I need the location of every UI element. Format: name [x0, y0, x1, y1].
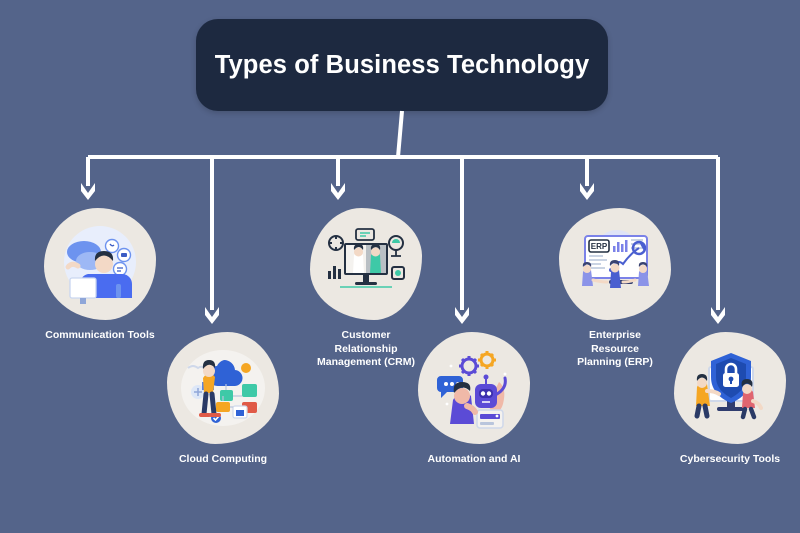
node-cybersecurity-tools[interactable]: Cybersecurity Tools	[662, 332, 798, 467]
node-communication-tools[interactable]: Communication Tools	[32, 208, 168, 343]
cybersecurity-shield-lock-illustration-icon	[674, 332, 786, 444]
node-label-cloud-computing: Cloud Computing	[178, 453, 268, 465]
node-cloud-computing[interactable]: Cloud Computing	[155, 332, 291, 467]
node-label-communication-tools: Communication Tools	[45, 329, 155, 341]
node-label-enterprise-resource-planning: Enterprise Resource Planning (ERP)	[577, 329, 653, 368]
svg-text:ERP: ERP	[591, 242, 608, 251]
arrowhead-cloud-computing	[205, 307, 219, 324]
node-label-cybersecurity-tools: Cybersecurity Tools	[679, 453, 781, 465]
node-automation-and-ai[interactable]: Automation and AI	[406, 332, 542, 467]
connector-stem	[396, 110, 404, 158]
node-customer-relationship-management[interactable]: Customer Relationship Management (CRM)	[281, 208, 451, 370]
node-label-customer-relationship-management: Customer Relationship Management (CRM)	[316, 329, 415, 368]
erp-dashboard-illustration-icon: ERP	[559, 208, 671, 320]
cloud-computing-illustration-icon	[167, 332, 279, 444]
node-enterprise-resource-planning[interactable]: ERP	[530, 208, 700, 370]
arrowhead-crm	[331, 183, 345, 200]
diagram-title-box: Types of Business Technology	[196, 19, 608, 111]
crm-illustration-icon	[310, 208, 422, 320]
arrowhead-communication-tools	[81, 183, 95, 200]
page-title: Types of Business Technology	[214, 50, 590, 79]
arrowhead-automation-ai	[455, 307, 469, 324]
node-label-automation-and-ai: Automation and AI	[427, 453, 521, 465]
arrowhead-erp	[580, 183, 594, 200]
communication-illustration-icon	[44, 208, 156, 320]
arrowhead-cybersecurity	[711, 307, 725, 324]
automation-ai-robot-illustration-icon	[418, 332, 530, 444]
